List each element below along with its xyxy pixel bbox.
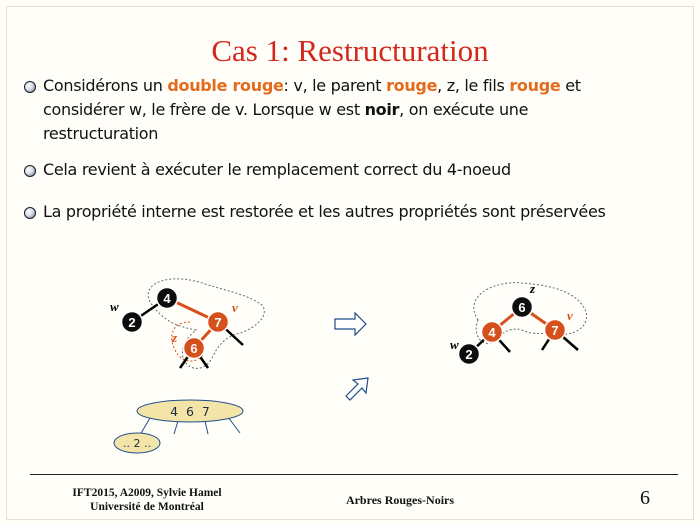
text-run: , z, le fils: [437, 76, 510, 95]
left-node-7-label: 7: [214, 315, 221, 330]
up-right-arrow-icon: [345, 377, 369, 401]
bullet-3-text: La propriété interne est restorée et les…: [43, 200, 644, 224]
four-node-edge-2: [173, 420, 179, 435]
four-node-edge-3: [204, 420, 209, 435]
bullet-dot-icon: [24, 207, 36, 219]
four-node-group: 4 6 7 .. 2 ..: [113, 399, 244, 454]
right-node-4: [480, 320, 504, 344]
slide-frame: [6, 6, 694, 520]
left-label-z: z: [171, 330, 178, 345]
four-node-keys: 4 6 7: [170, 404, 210, 419]
text-run: Cela revient à exécuter le remplacement …: [43, 160, 511, 179]
text-run-red: rouge: [386, 76, 438, 95]
bullet-dot-icon: [24, 81, 36, 93]
four-node-oval: [136, 399, 244, 423]
text-run: et considérer w, le frère de v. Lorsque …: [43, 76, 581, 119]
left-node-2-label: 2: [128, 315, 135, 330]
footer-topic: Arbres Rouges-Noirs: [345, 493, 455, 507]
text-run: : v, le parent: [283, 76, 387, 95]
right-dashed-outline: [473, 282, 588, 344]
slide-title: Cas 1: Restructuration: [211, 33, 489, 68]
right-node-7-label: 7: [551, 323, 558, 338]
right-arrow-icon: [334, 311, 367, 337]
text-run-red: rouge: [509, 76, 561, 95]
footer-course-line2: Université de Montréal: [90, 501, 204, 513]
footer-course-line1: IFT2015, A2009, Sylvie Hamel: [72, 487, 222, 499]
right-label-z: z: [529, 281, 536, 296]
page-number: 6: [640, 487, 650, 509]
four-node-edge-1: [139, 417, 151, 436]
right-node-6-label: 6: [518, 300, 525, 315]
right-node-7: [543, 318, 567, 342]
bullet-1: Considérons un double rouge: v, le paren…: [24, 74, 644, 146]
footer-divider: [30, 474, 678, 475]
four-node-edge-4: [227, 416, 241, 434]
footer-course: IFT2015, A2009, Sylvie Hamel Université …: [52, 486, 242, 514]
left-dashed-red-outline: [171, 321, 205, 362]
right-node-6: [510, 295, 534, 319]
left-node-6: [182, 336, 206, 360]
text-run: La propriété interne est restorée et les…: [43, 202, 606, 221]
left-node-4-label: 4: [163, 291, 171, 306]
right-label-v: v: [567, 308, 573, 323]
left-node-6-label: 6: [190, 341, 197, 356]
bullet-2-text: Cela revient à exécuter le remplacement …: [43, 158, 644, 182]
left-label-w: w: [110, 299, 119, 314]
bullet-3: La propriété interne est restorée et les…: [24, 200, 644, 224]
small-node-oval: [113, 432, 161, 454]
left-label-v: v: [232, 300, 238, 315]
bullet-1-text: Considérons un double rouge: v, le paren…: [43, 74, 644, 146]
left-dashed-outline: [147, 278, 265, 369]
text-run-bold: noir: [364, 100, 400, 119]
text-run-red: double rouge: [167, 76, 284, 95]
left-node-7: [206, 310, 230, 334]
right-node-2: [457, 342, 481, 366]
right-node-2-label: 2: [465, 347, 472, 362]
right-label-w: w: [450, 337, 459, 352]
text-run: , on exécute une restructuration: [43, 100, 529, 143]
left-node-2: [120, 310, 144, 334]
left-tree: 4 2 7 6 w v z: [110, 278, 265, 369]
bullet-dot-icon: [24, 165, 36, 177]
bullet-2: Cela revient à exécuter le remplacement …: [24, 158, 644, 182]
right-node-4-label: 4: [488, 325, 496, 340]
text-run: Considérons un: [43, 76, 168, 95]
small-node-label: .. 2 ..: [123, 437, 151, 450]
right-tree: 6 4 7 2 z v w: [450, 281, 588, 366]
left-node-4: [155, 286, 179, 310]
